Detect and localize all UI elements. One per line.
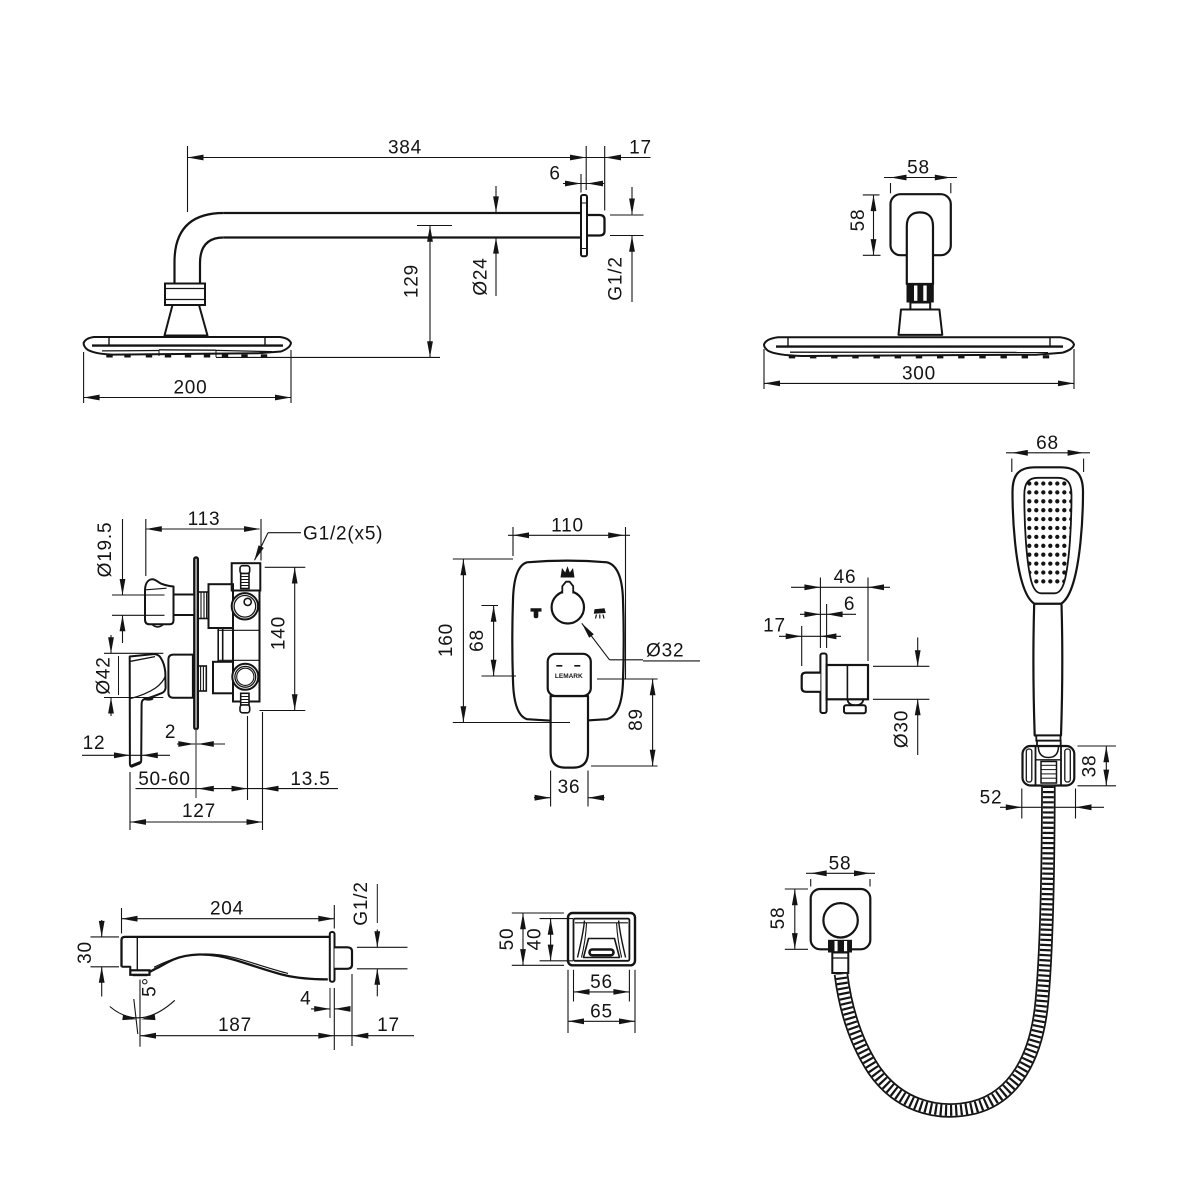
svg-text:58: 58: [907, 158, 930, 179]
svg-text:17: 17: [763, 615, 786, 636]
svg-text:300: 300: [902, 363, 936, 384]
svg-text:46: 46: [834, 567, 857, 588]
svg-text:LEMARK: LEMARK: [555, 673, 583, 680]
svg-text:113: 113: [188, 509, 221, 530]
svg-text:Ø32: Ø32: [646, 641, 684, 662]
svg-text:89: 89: [626, 708, 647, 731]
svg-text:65: 65: [590, 1001, 613, 1022]
svg-text:187: 187: [218, 1015, 252, 1036]
svg-text:52: 52: [980, 787, 1003, 808]
svg-text:Ø19.5: Ø19.5: [95, 522, 116, 578]
svg-text:58: 58: [848, 209, 869, 232]
svg-text:13.5: 13.5: [290, 769, 330, 790]
svg-text:384: 384: [388, 138, 422, 159]
svg-text:40: 40: [525, 928, 546, 951]
svg-text:17: 17: [377, 1015, 400, 1036]
svg-text:2: 2: [165, 722, 176, 743]
svg-text:G1/2(x5): G1/2(x5): [303, 524, 383, 545]
svg-text:50-60: 50-60: [138, 769, 191, 790]
svg-text:Ø30: Ø30: [892, 710, 913, 748]
svg-text:50: 50: [497, 928, 518, 951]
svg-text:12: 12: [83, 733, 106, 754]
svg-text:129: 129: [402, 264, 423, 298]
svg-text:4: 4: [300, 988, 311, 1009]
svg-text:G1/2: G1/2: [606, 256, 627, 300]
svg-text:38: 38: [1080, 755, 1101, 778]
svg-text:58: 58: [829, 853, 852, 874]
svg-text:204: 204: [210, 899, 244, 920]
svg-text:Ø42: Ø42: [94, 656, 115, 694]
svg-text:140: 140: [269, 616, 290, 650]
svg-text:5°: 5°: [140, 977, 161, 997]
svg-text:110: 110: [551, 515, 584, 536]
svg-text:160: 160: [436, 623, 457, 657]
svg-text:Ø24: Ø24: [471, 257, 492, 295]
svg-text:36: 36: [558, 777, 581, 798]
svg-text:6: 6: [844, 594, 855, 615]
svg-text:200: 200: [173, 378, 207, 399]
svg-text:68: 68: [467, 629, 488, 652]
svg-text:58: 58: [768, 907, 789, 930]
svg-text:30: 30: [75, 941, 96, 964]
svg-text:17: 17: [629, 138, 652, 159]
svg-text:6: 6: [549, 164, 560, 185]
svg-text:G1/2: G1/2: [351, 881, 372, 925]
svg-text:56: 56: [590, 972, 613, 993]
svg-text:127: 127: [182, 801, 216, 822]
svg-text:68: 68: [1036, 433, 1059, 454]
